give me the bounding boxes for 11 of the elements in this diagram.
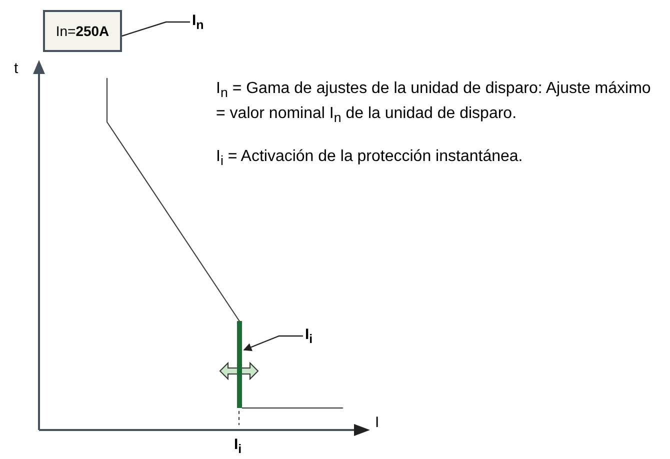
leader-line <box>122 21 190 37</box>
tick-label: I$_{i}$ <box>234 436 242 456</box>
callout-label: I$_{n}$ <box>192 12 204 32</box>
axis-label: I <box>375 414 380 431</box>
definition-text: I$_{n}$ = Gama de ajustes de la unidad de disparo: Ajuste máximo = valor nominal I$_{n}$ de la unidad de disparo. <box>216 79 652 128</box>
definition-text: I$_{i}$ = Activación de la protección instantánea. <box>216 148 524 168</box>
callout-label: I$_{i}$ <box>305 326 313 346</box>
axis-label: t <box>14 60 18 77</box>
leader-line <box>243 335 303 352</box>
instantaneous-trip-bar <box>237 321 242 408</box>
rating-box: In=250A <box>43 10 122 52</box>
